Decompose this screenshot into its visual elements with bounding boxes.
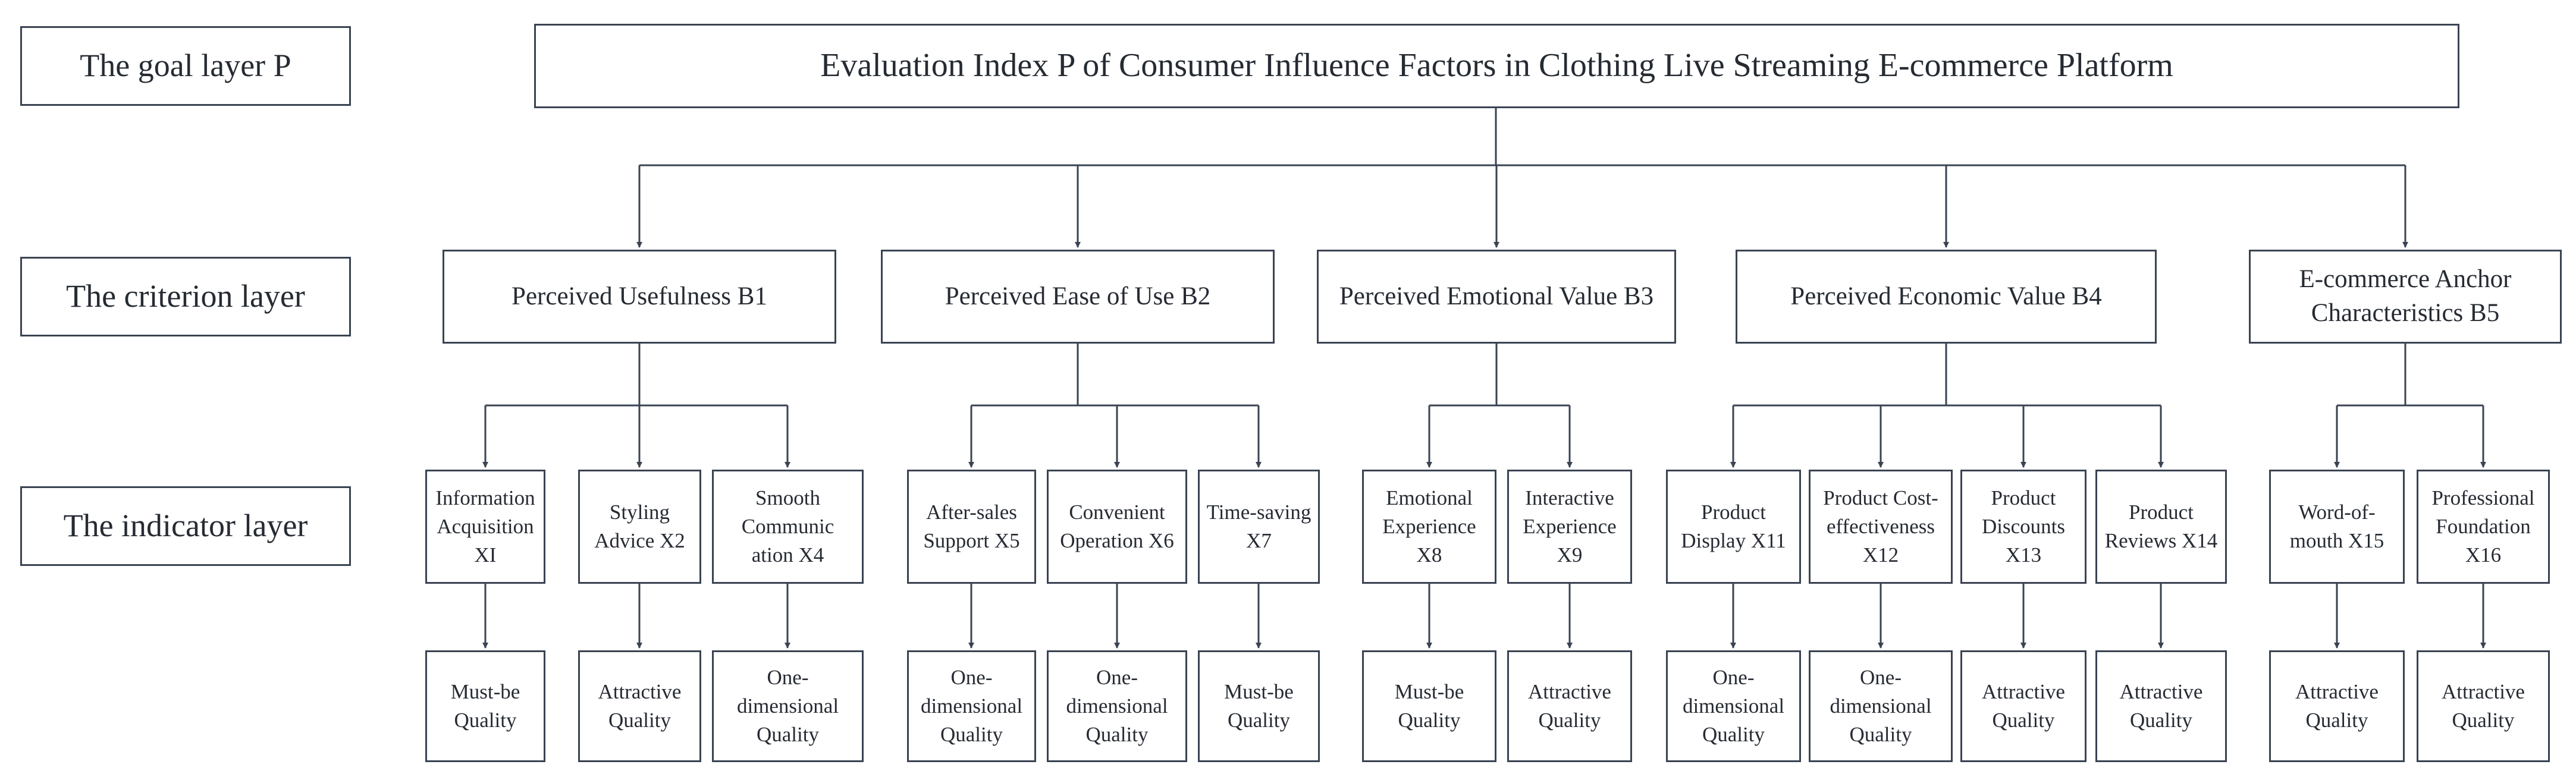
criterion-box: Perceived Ease of Use B2 <box>881 250 1275 344</box>
quality-box: Attractive Quality <box>578 650 701 762</box>
goal-box: Evaluation Index P of Consumer Influence… <box>534 24 2459 108</box>
quality-box: One-dimensional Quality <box>907 650 1036 762</box>
criterion-box: Perceived Emotional Value B3 <box>1317 250 1676 344</box>
indicator-box: Time-saving X7 <box>1198 470 1320 584</box>
quality-box: Must-be Quality <box>1362 650 1496 762</box>
quality-box: Attractive Quality <box>2095 650 2227 762</box>
indicator-box: Information Acquisition XI <box>425 470 545 584</box>
quality-box: Must-be Quality <box>425 650 545 762</box>
criterion-box: E-commerce Anchor Characteristics B5 <box>2249 250 2562 344</box>
quality-box: One-dimensional Quality <box>1809 650 1953 762</box>
indicator-box: Product Reviews X14 <box>2095 470 2227 584</box>
quality-box: One-dimensional Quality <box>1666 650 1801 762</box>
quality-box: Must-be Quality <box>1198 650 1320 762</box>
indicator-box: Product Discounts X13 <box>1960 470 2086 584</box>
indicator-box: Smooth Communic ation X4 <box>712 470 864 584</box>
indicator-box: Convenient Operation X6 <box>1047 470 1187 584</box>
indicator-box: Emotional Experience X8 <box>1362 470 1496 584</box>
indicator-layer-label: The indicator layer <box>20 486 351 566</box>
indicator-box: Product Cost-effectiveness X12 <box>1809 470 1953 584</box>
quality-box: Attractive Quality <box>1960 650 2086 762</box>
criterion-layer-label: The criterion layer <box>20 257 351 336</box>
quality-box: One-dimensional Quality <box>712 650 864 762</box>
quality-box: Attractive Quality <box>1507 650 1632 762</box>
criterion-box: Perceived Usefulness B1 <box>443 250 836 344</box>
indicator-box: Word-of-mouth X15 <box>2269 470 2405 584</box>
criterion-box: Perceived Economic Value B4 <box>1736 250 2157 344</box>
indicator-box: Product Display X11 <box>1666 470 1801 584</box>
quality-box: Attractive Quality <box>2417 650 2550 762</box>
goal-layer-label: The goal layer P <box>20 26 351 106</box>
indicator-box: After-sales Support X5 <box>907 470 1036 584</box>
indicator-box: Interactive Experience X9 <box>1507 470 1632 584</box>
quality-box: Attractive Quality <box>2269 650 2405 762</box>
quality-box: One-dimensional Quality <box>1047 650 1187 762</box>
indicator-box: Styling Advice X2 <box>578 470 701 584</box>
indicator-box: Professional Foundation X16 <box>2417 470 2550 584</box>
